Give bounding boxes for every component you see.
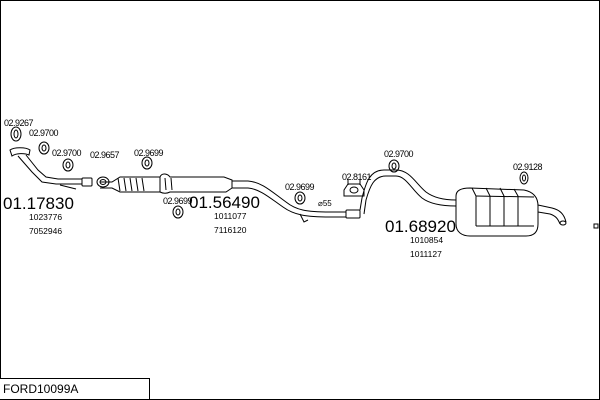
section-number-middle: 01.56490 bbox=[189, 193, 260, 212]
section-number-front: 01.17830 bbox=[3, 194, 74, 213]
part-label-9267: 02.9267 bbox=[4, 118, 34, 128]
part-hanger-9700-b bbox=[62, 158, 74, 172]
part-code-box: FORD10099A bbox=[0, 378, 150, 399]
diameter-annotation: ⌀55 bbox=[318, 199, 332, 208]
part-label-9699-a: 02.9699 bbox=[134, 148, 164, 158]
part-code: FORD10099A bbox=[3, 382, 79, 396]
part-hanger-9699-c bbox=[294, 191, 306, 205]
section-number-rear: 01.68920 bbox=[385, 217, 456, 236]
part-label-9700-b: 02.9700 bbox=[52, 148, 82, 158]
part-clamp-9657 bbox=[96, 176, 110, 188]
part-label-9699-c: 02.9699 bbox=[285, 182, 315, 192]
part-hanger-9699-b bbox=[172, 205, 184, 219]
section-ref2-rear: 1011127 bbox=[410, 249, 442, 259]
part-label-9128: 02.9128 bbox=[513, 162, 543, 172]
section-ref2-front: 7052946 bbox=[29, 226, 62, 236]
part-bracket-8161 bbox=[343, 180, 365, 197]
part-label-9699-b: 02.9699 bbox=[163, 196, 193, 206]
part-hanger-9128 bbox=[519, 171, 529, 185]
part-label-9700-a: 02.9700 bbox=[29, 128, 59, 138]
middle-pipe bbox=[100, 173, 361, 223]
part-label-8161: 02.8161 bbox=[342, 172, 372, 182]
part-label-9700-c: 02.9700 bbox=[384, 149, 414, 159]
part-label-9657: 02.9657 bbox=[90, 150, 120, 160]
part-hanger-9700-c bbox=[388, 159, 400, 173]
part-hanger-9699-a bbox=[141, 156, 153, 170]
part-ring-9267 bbox=[10, 126, 22, 142]
section-ref1-front: 1023776 bbox=[29, 212, 62, 222]
section-ref1-rear: 1010854 bbox=[410, 235, 443, 245]
section-ref2-middle: 7116120 bbox=[214, 225, 247, 235]
part-hanger-9700-a bbox=[38, 141, 50, 155]
rear-pipe bbox=[359, 169, 599, 237]
front-pipe bbox=[9, 147, 93, 190]
section-ref1-middle: 1011077 bbox=[214, 211, 247, 221]
